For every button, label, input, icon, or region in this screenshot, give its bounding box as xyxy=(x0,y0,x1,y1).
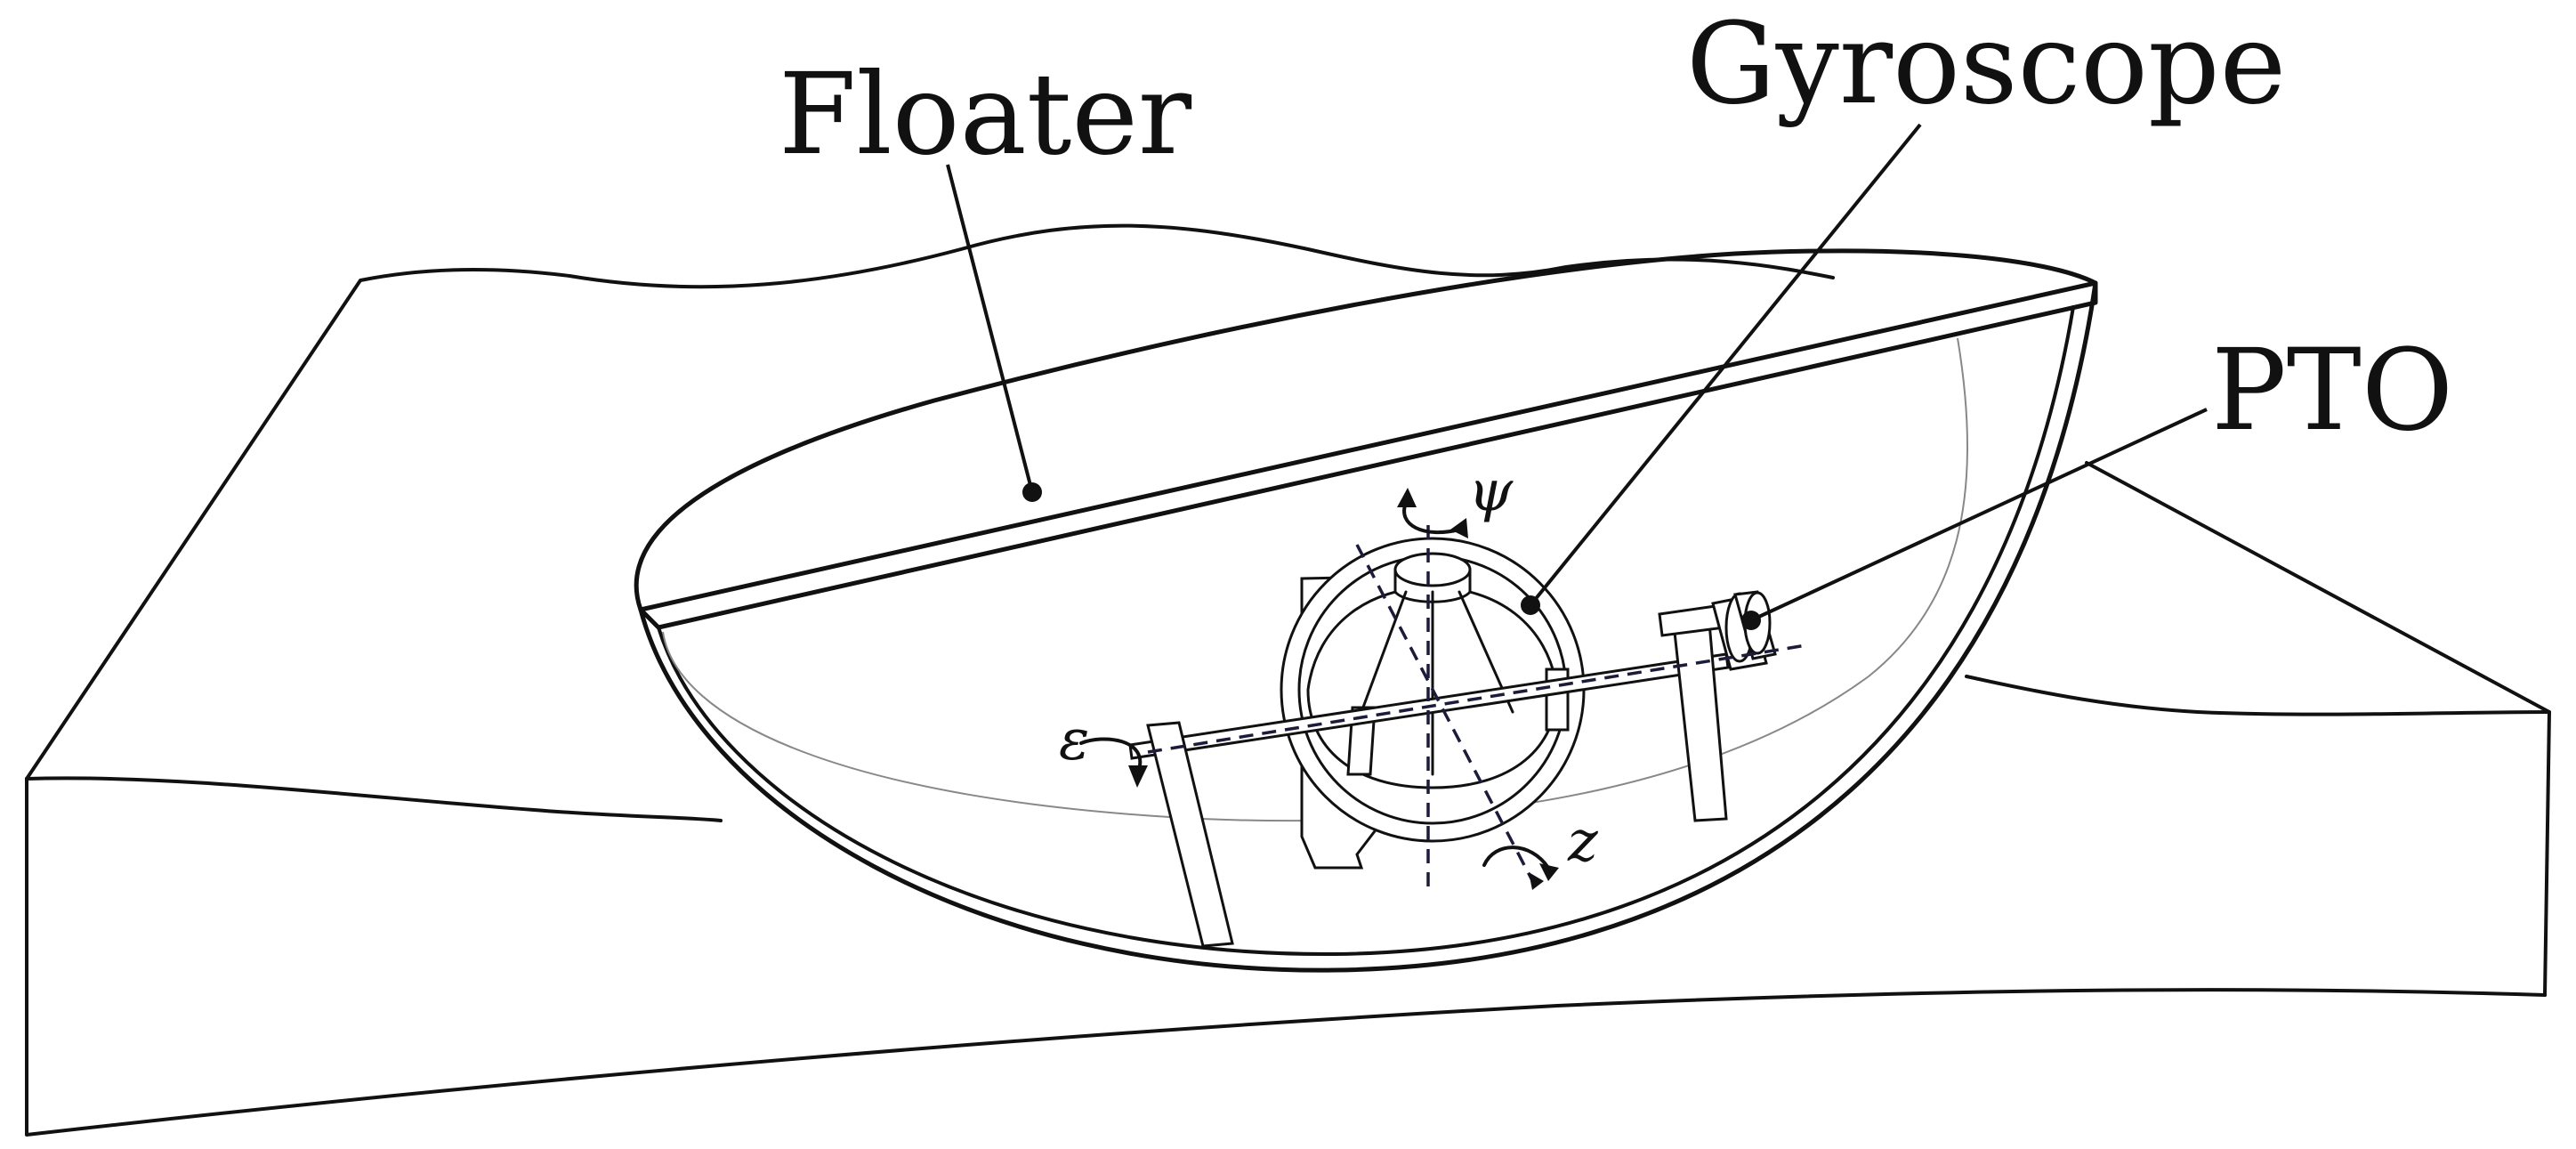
sea-block-right-edge xyxy=(2085,461,2551,997)
floater-leader-line xyxy=(946,164,1034,493)
rotation-axes xyxy=(1147,525,1807,890)
floater-top-rim xyxy=(634,248,2098,612)
pto-leader-line xyxy=(1750,408,2208,622)
z-arrow-head xyxy=(1539,863,1559,881)
psi-arrow-head-2 xyxy=(1450,518,1468,538)
epsilon-axis xyxy=(1147,643,1807,754)
waterline-right xyxy=(1965,675,2551,716)
leader-lines xyxy=(946,123,2208,630)
floater-leader-dot xyxy=(1022,482,1042,502)
gyroscope-top-cap-face xyxy=(1393,552,1472,587)
pto-label: PTO xyxy=(2211,325,2453,456)
psi-rotation-arrow xyxy=(1402,501,1461,535)
floater-label: Floater xyxy=(779,49,1192,180)
sea-surface-back-edge xyxy=(25,223,1835,781)
z-axis xyxy=(1355,544,1537,886)
pto-leader-dot xyxy=(1741,611,1761,630)
z-symbol: z xyxy=(1567,809,1599,875)
waterline-left xyxy=(25,776,723,822)
gyroscope-label: Gyroscope xyxy=(1686,0,2286,129)
epsilon-rotation-arrow xyxy=(1079,737,1143,772)
psi-arrow-head xyxy=(1397,488,1417,507)
floater-outer-bottom xyxy=(638,280,2098,973)
psi-symbol: ψ xyxy=(1468,458,1514,524)
floater-cut-face xyxy=(638,280,2098,630)
support-left xyxy=(1146,721,1234,948)
rotation-arrows xyxy=(1079,488,1559,890)
epsilon-symbol: ε xyxy=(1059,708,1089,773)
gyroscope-assembly xyxy=(1280,537,1586,870)
gyroscope-leader-dot xyxy=(1521,595,1540,615)
floater-inner-bottom xyxy=(657,305,2075,957)
z-rotation-arrow xyxy=(1482,846,1550,870)
epsilon-arrow-head xyxy=(1128,765,1148,788)
gyroscope-leader-line xyxy=(1529,123,1922,607)
sea-surface xyxy=(25,223,2551,1137)
sea-block-front-edge xyxy=(25,777,2547,1137)
z-axis-arrow-head xyxy=(1529,872,1544,890)
